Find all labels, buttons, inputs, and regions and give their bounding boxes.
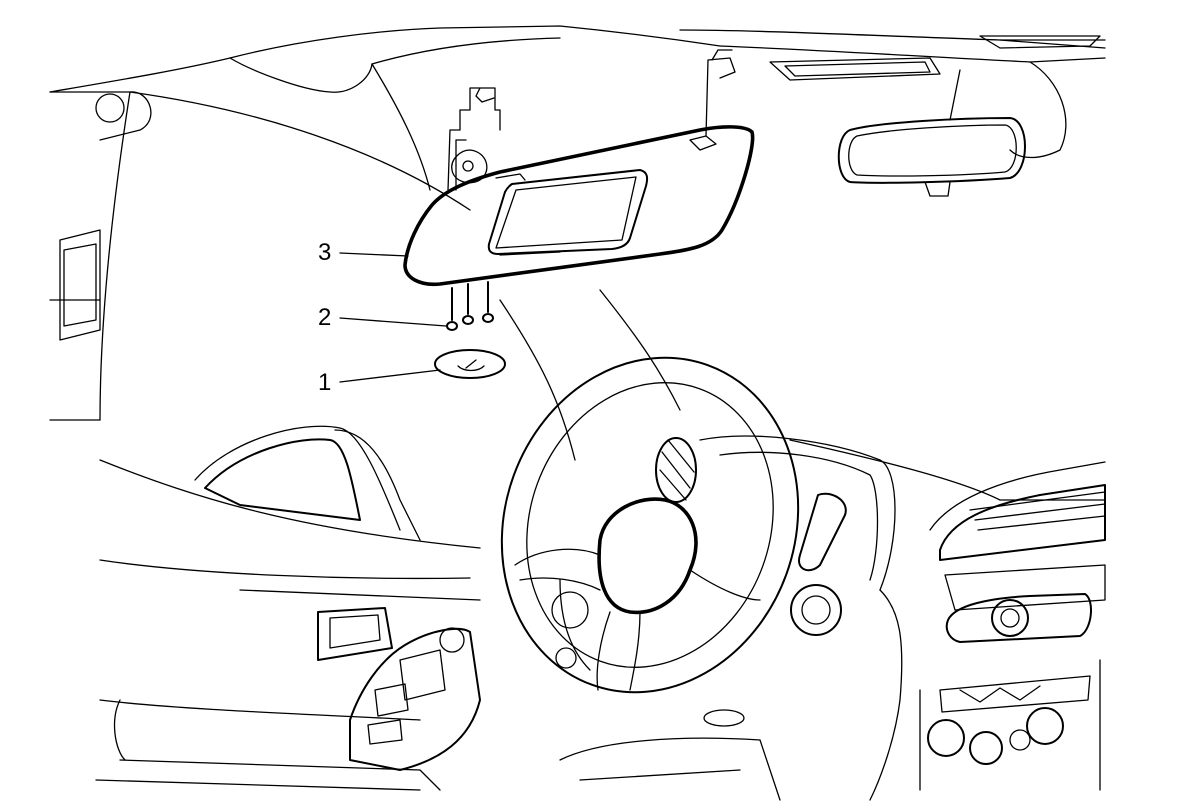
- callout-3: 3: [318, 239, 332, 266]
- callout-1: 1: [318, 369, 332, 396]
- front-door: [95, 425, 481, 791]
- screw-right: [482, 281, 494, 323]
- headliner-outline: [49, 25, 1106, 461]
- callout-2: 2: [318, 304, 332, 331]
- steering-wheel: [500, 356, 800, 694]
- sun-visor-screw-cover: [434, 349, 506, 379]
- sun-visor: [403, 49, 755, 287]
- instrument-cluster: [655, 435, 1106, 801]
- centre-stack: [919, 461, 1106, 791]
- screw-left: [446, 287, 458, 331]
- callout-leaders: [339, 252, 447, 383]
- screw-middle: [462, 283, 474, 325]
- sun-visor-screws: [446, 281, 494, 331]
- lower-console: [559, 709, 781, 801]
